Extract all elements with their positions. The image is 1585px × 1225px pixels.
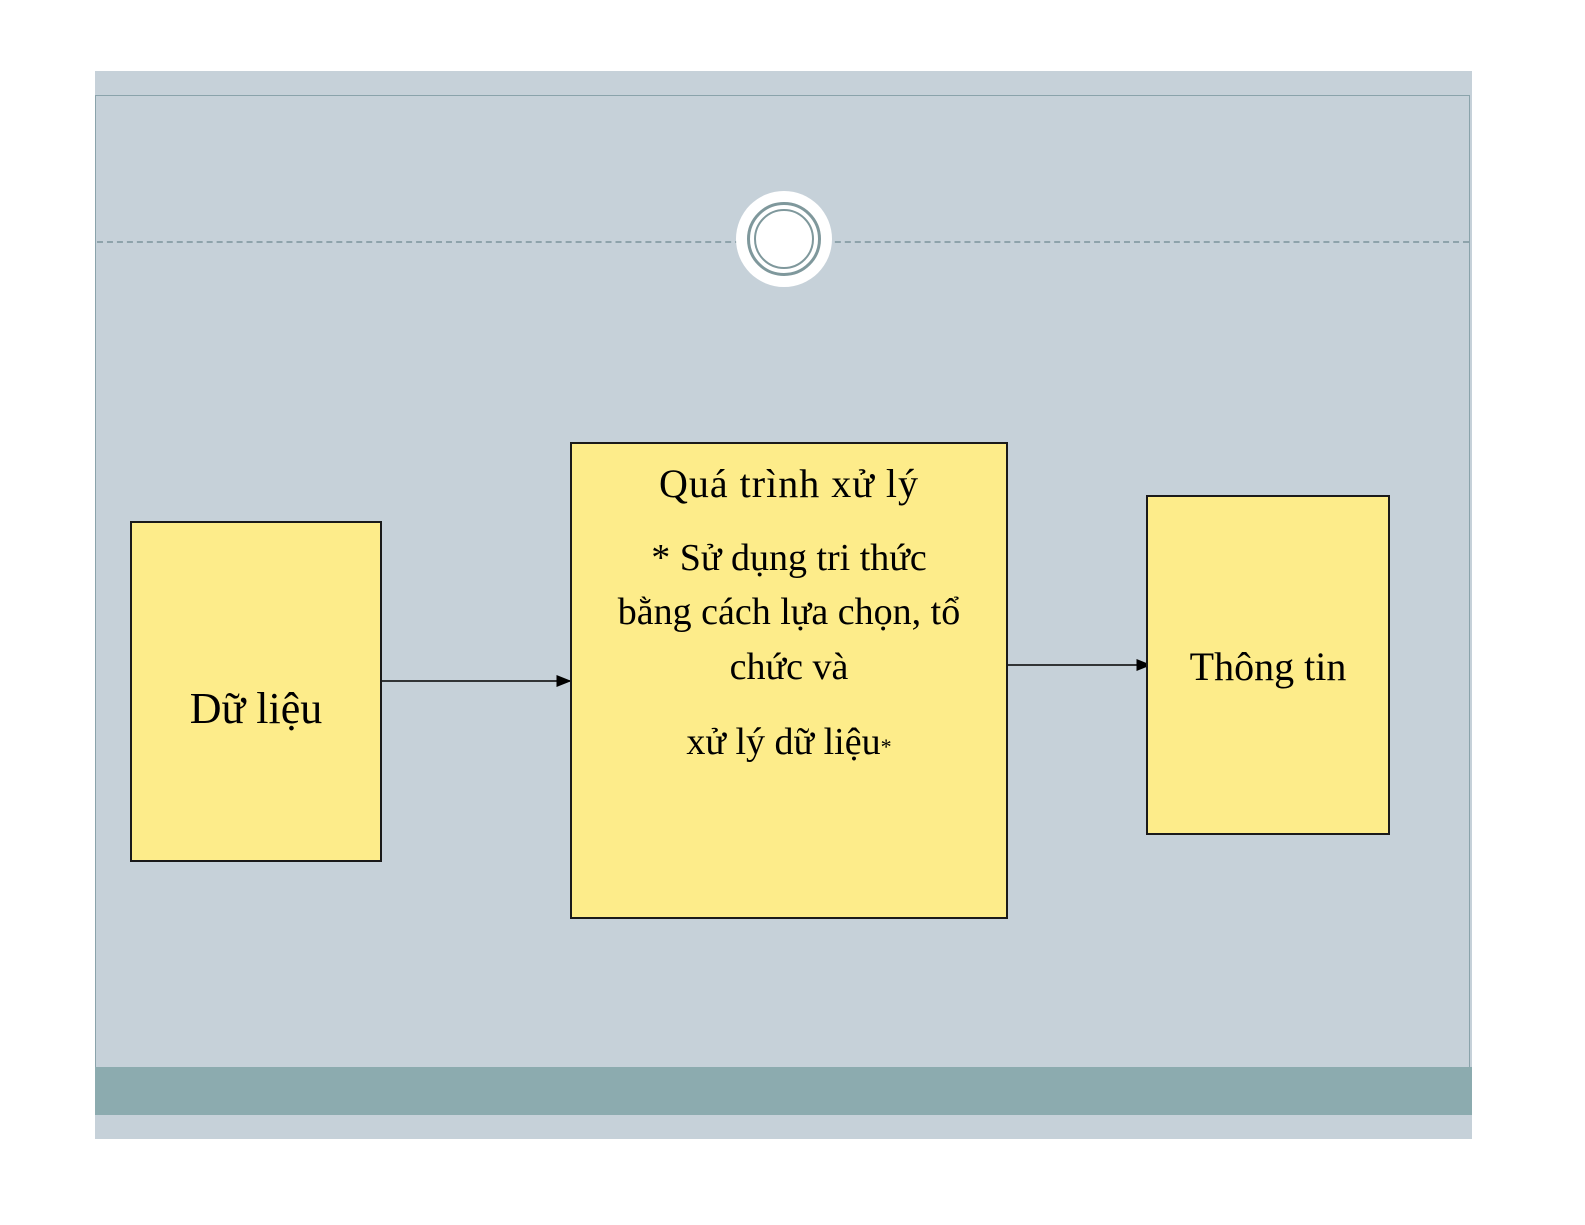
process-box: Quá trình xử lý * Sử dụng tri thức bằng … xyxy=(570,442,1008,919)
process-box-line-2: bằng cách lựa chọn, tổ xyxy=(572,590,1006,634)
process-box-line-1: * Sử dụng tri thức xyxy=(572,536,1006,580)
input-box-label: Dữ liệu xyxy=(132,683,380,734)
process-box-line-4: xử lý dữ liệu* xyxy=(572,720,1006,764)
process-box-line-4-text: xử lý dữ liệu xyxy=(686,721,880,763)
process-box-line-3: chức và xyxy=(572,645,1006,689)
process-box-title: Quá trình xử lý xyxy=(572,460,1006,507)
input-box-data: Dữ liệu xyxy=(130,521,382,862)
output-box-info: Thông tin xyxy=(1146,495,1390,835)
output-box-label: Thông tin xyxy=(1148,643,1388,690)
process-box-line-4-asterisk: * xyxy=(881,734,892,759)
